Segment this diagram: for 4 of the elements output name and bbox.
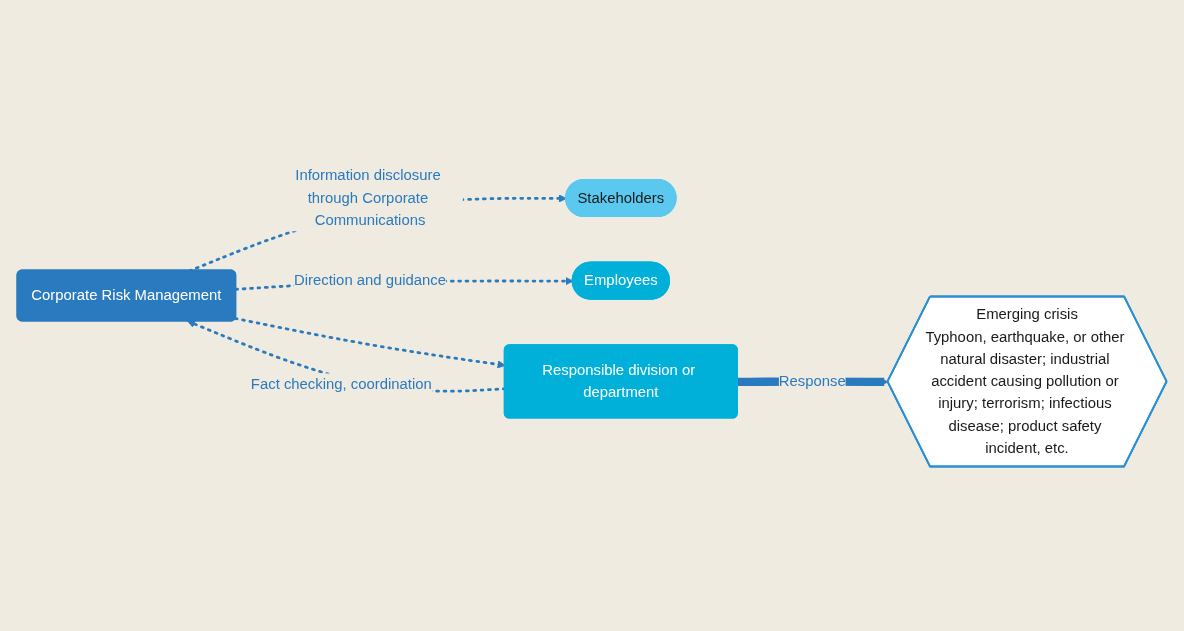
edge-label: Fact checking, coordination xyxy=(250,376,432,392)
edge-label: Information disclosure through Corporate Communications xyxy=(295,167,441,228)
edge-label: Response xyxy=(778,373,846,389)
edge-label: Direction and guidance xyxy=(293,272,447,289)
